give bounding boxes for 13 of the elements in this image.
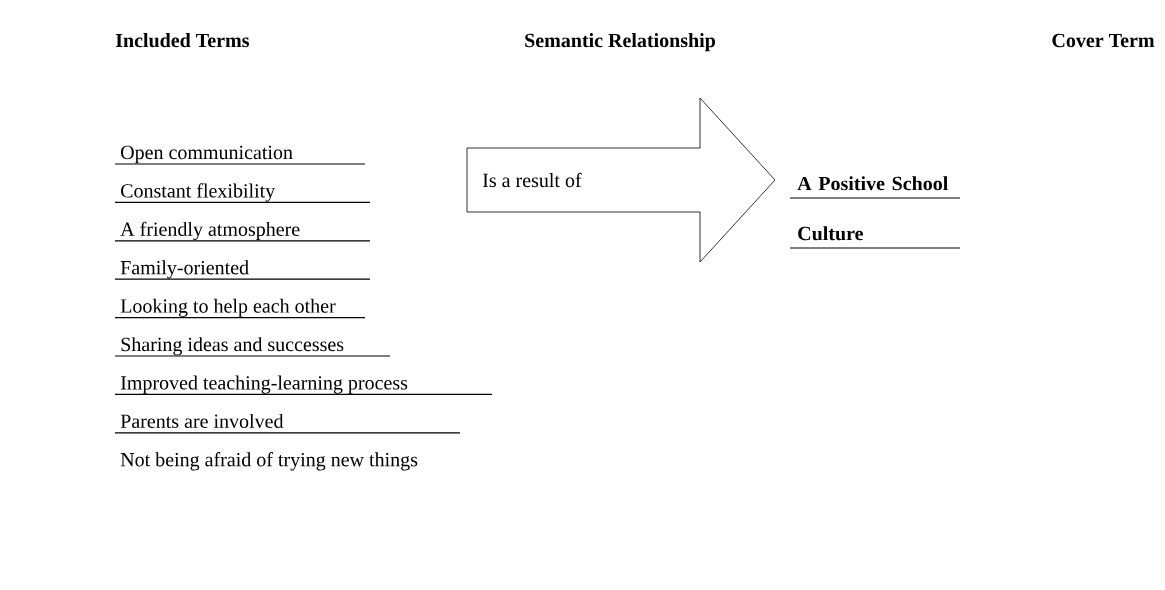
underlined-cover-term: A Positive School Culture <box>789 176 961 249</box>
underlined-term: Parents are involved <box>114 413 461 434</box>
underlined-term: Family-oriented <box>114 260 371 280</box>
underlined-term: A friendly atmosphere <box>114 221 371 242</box>
underlined-term: Sharing ideas and successes <box>114 337 391 357</box>
column-heading: Cover Term <box>1052 33 1155 48</box>
underlined-term: Constant flexibility <box>114 183 371 203</box>
column-heading: Included Terms <box>115 33 249 48</box>
underlined-term: Improved teaching-learning process <box>114 375 493 395</box>
column-heading: Semantic Relationship <box>525 33 716 52</box>
underlined-term: Looking to help each other <box>114 298 366 319</box>
underlined-term: Not being afraid of trying new things <box>120 452 418 471</box>
underlined-term: Open communication <box>114 145 366 165</box>
